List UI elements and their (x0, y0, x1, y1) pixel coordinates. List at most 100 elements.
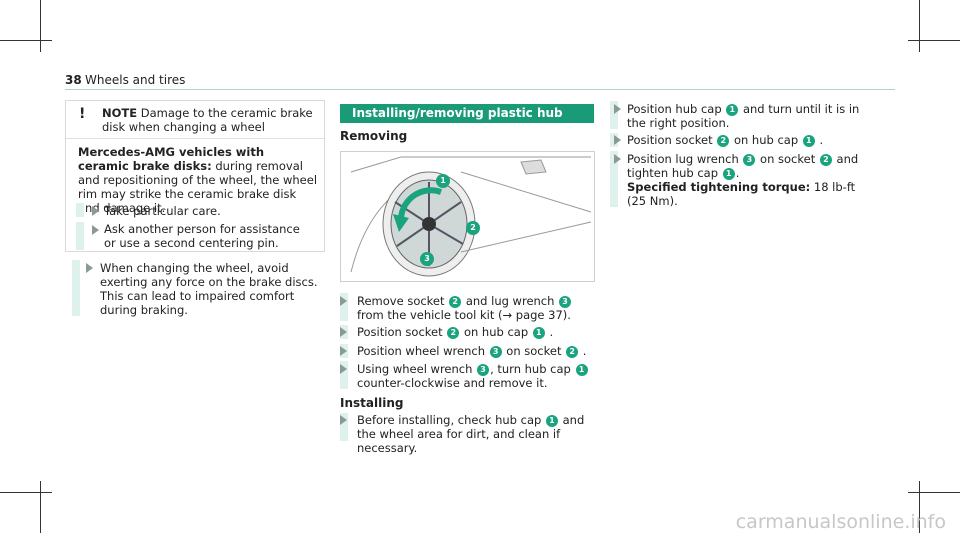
removing-step-2: Position socket 2 on hub cap 1 . (357, 325, 597, 339)
right-step-2: Position socket 2 on hub cap 1 . (627, 133, 872, 147)
arrow-icon (340, 327, 347, 337)
crop-mark (40, 481, 41, 533)
note-body-bold: Mercedes-AMG vehicles with ceramic brake… (78, 145, 265, 173)
arrow-icon (340, 346, 347, 356)
figure-label-1: 1 (436, 174, 450, 188)
arrow-icon (340, 364, 347, 374)
watermark: carmanualsonline.info (735, 511, 946, 533)
step-bar (340, 293, 348, 321)
step-text: and tighten hub cap (627, 152, 859, 180)
callout-badge: 1 (802, 135, 815, 147)
arrow-icon (86, 263, 93, 273)
installing-heading: Installing (340, 396, 404, 410)
page-number: 38 (65, 73, 82, 87)
wheel-figure: 1 2 3 (340, 151, 595, 282)
step-text: and the wheel area for dirt, and clean i… (357, 413, 585, 455)
warning-icon: ! (79, 106, 86, 122)
step-bar (610, 151, 618, 207)
step-bar (72, 260, 80, 316)
step-text: and lug wrench (465, 294, 555, 308)
right-step-1: Position hub cap 1 and turn until it is … (627, 102, 872, 130)
section-title: Installing/removing plastic hub caps (352, 106, 563, 134)
step-bar (340, 413, 348, 441)
crop-mark (908, 40, 960, 41)
callout-badge: 3 (477, 364, 490, 376)
step-text: , turn hub cap (490, 362, 571, 376)
step-text: on hub cap (733, 133, 799, 147)
figure-label-3: 3 (420, 252, 434, 266)
callout-badge: 2 (717, 135, 730, 147)
step-text: on hub cap (463, 325, 529, 339)
step-bar (76, 203, 84, 217)
note-text: Damage to the ceramic brake disk when ch… (102, 106, 313, 134)
callout-badge: 3 (559, 296, 572, 308)
step-text: . (549, 325, 554, 339)
torque-value: 18 lb-ft (25 Nm). (627, 180, 856, 208)
installing-step: Before installing, check hub cap 1 and t… (357, 413, 597, 455)
arrow-icon (92, 206, 99, 216)
crop-mark (0, 492, 52, 493)
removing-step-3: Position wheel wrench 3 on socket 2 . (357, 344, 597, 358)
note-step: Take particular care. (104, 204, 221, 218)
step-text: Position wheel wrench (357, 344, 485, 358)
crop-mark (0, 40, 52, 41)
removing-heading: Removing (340, 129, 408, 143)
header-divider (65, 89, 895, 90)
step-text: and turn until it is in the right positi… (627, 102, 860, 130)
arrow-icon (92, 225, 99, 235)
callout-badge: 3 (489, 346, 502, 358)
note-header: ! NOTE Damage to the ceramic brake disk … (66, 101, 324, 139)
step-text: Position hub cap (627, 102, 722, 116)
step-text: Position lug wrench (627, 152, 739, 166)
arrow-icon (614, 135, 621, 145)
figure-label-2: 2 (466, 221, 480, 235)
step-bar (610, 101, 618, 129)
step-text: Remove socket (357, 294, 445, 308)
note-step: Ask another person for assistance or use… (104, 222, 300, 250)
callout-badge: 2 (819, 154, 832, 166)
section-heading: Installing/removing plastic hub caps (340, 104, 594, 134)
step-text: on socket (760, 152, 816, 166)
removing-step-4: Using wheel wrench 3, turn hub cap 1 cou… (357, 362, 597, 390)
crop-mark (919, 481, 920, 533)
crop-mark (908, 492, 960, 493)
callout-badge: 1 (726, 104, 739, 116)
arrow-icon (614, 154, 621, 164)
callout-badge: 2 (566, 346, 579, 358)
crop-mark (40, 0, 41, 52)
step-text: Position socket (627, 133, 713, 147)
step-text: Before installing, check hub cap (357, 413, 542, 427)
step-text: . (735, 166, 740, 180)
step-bar (76, 222, 84, 250)
callout-badge: 1 (545, 415, 558, 427)
page-title: Wheels and tires (85, 73, 186, 87)
note-label: NOTE (102, 106, 138, 120)
step-text: Using wheel wrench (357, 362, 473, 376)
note-title: NOTE Damage to the ceramic brake disk wh… (102, 106, 322, 134)
callout-badge: 3 (743, 154, 756, 166)
step-bar (340, 361, 348, 389)
callout-badge: 2 (447, 327, 460, 339)
callout-badge: 1 (575, 364, 588, 376)
callout-badge: 1 (722, 168, 735, 180)
crop-mark (919, 0, 920, 52)
arrow-icon (340, 296, 347, 306)
step-text: Position socket (357, 325, 443, 339)
wheel-illustration (350, 156, 592, 277)
step-text: from the vehicle tool kit (→ page 37). (357, 308, 571, 322)
step-text: on socket (506, 344, 562, 358)
step-text: counter-clockwise and remove it. (357, 376, 548, 390)
arrow-icon (340, 415, 347, 425)
callout-badge: 1 (532, 327, 545, 339)
step-text: . (582, 344, 587, 358)
right-step-3: Position lug wrench 3 on socket 2 and ti… (627, 152, 872, 208)
removing-step-1: Remove socket 2 and lug wrench 3 from th… (357, 294, 597, 322)
callout-badge: 2 (449, 296, 462, 308)
left-step: When changing the wheel, avoid exerting … (100, 261, 318, 317)
note-body: Mercedes-AMG vehicles with ceramic brake… (78, 145, 318, 215)
torque-label: Specified tightening torque: (627, 180, 811, 194)
arrow-icon (614, 104, 621, 114)
note-box: ! NOTE Damage to the ceramic brake disk … (65, 100, 325, 252)
step-text: . (819, 133, 824, 147)
note-body-text: during removal and reposition­ing of the… (78, 159, 318, 215)
